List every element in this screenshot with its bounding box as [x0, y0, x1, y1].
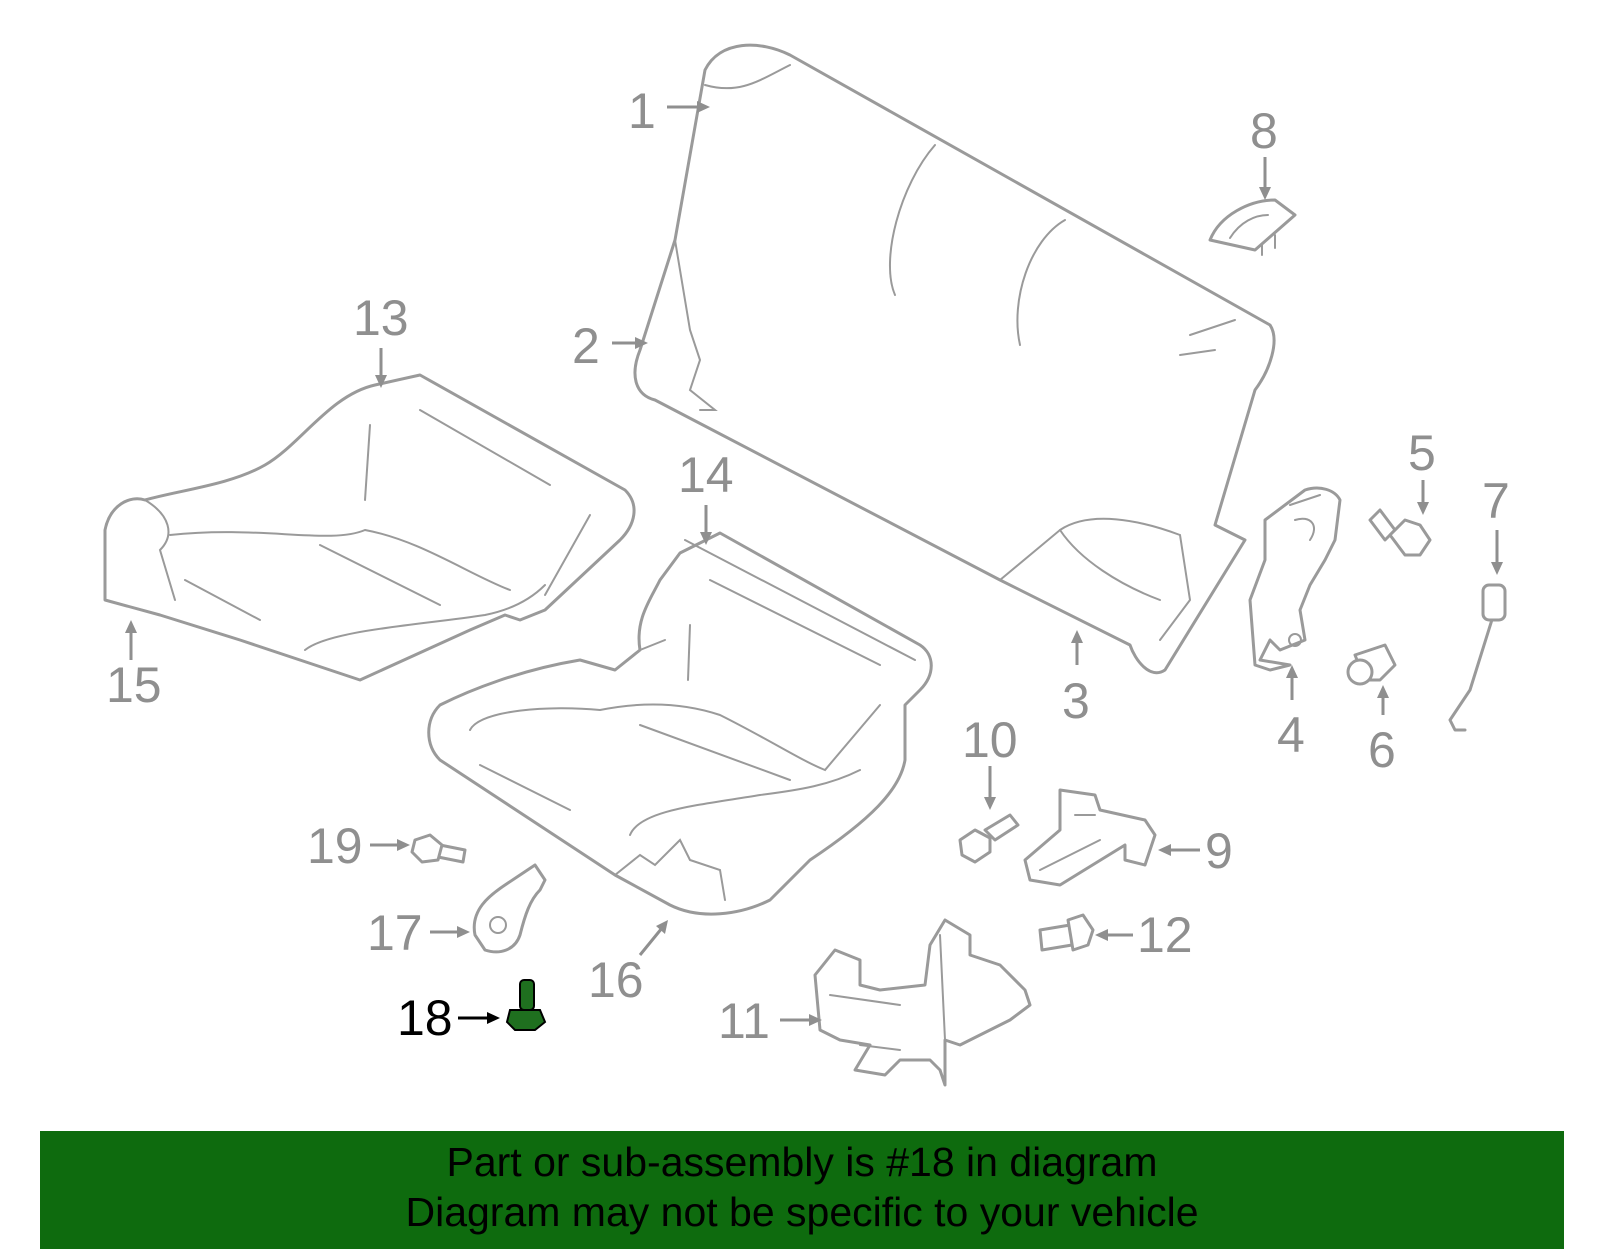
callout-19: 19	[307, 818, 363, 874]
part-18-bolt	[505, 979, 547, 1031]
callout-12: 12	[1137, 907, 1193, 963]
callout-14: 14	[678, 447, 734, 503]
part-9-bracket	[1023, 788, 1157, 887]
callout-17: 17	[367, 905, 423, 961]
callout-1: 1	[628, 83, 656, 139]
part-4-bracket	[1248, 486, 1342, 672]
callout-13: 13	[353, 290, 409, 346]
part-11-bracket	[813, 918, 1032, 1087]
callout-16: 16	[588, 952, 644, 1008]
left-seat-cushion	[103, 373, 636, 682]
callout-10: 10	[962, 712, 1018, 768]
callout-3: 3	[1062, 673, 1090, 729]
seat-back	[633, 43, 1276, 674]
callout-5: 5	[1408, 425, 1436, 481]
info-banner: Part or sub-assembly is #18 in diagram D…	[40, 1131, 1564, 1249]
part-12-bolt	[1038, 913, 1095, 952]
callout-11: 11	[718, 993, 770, 1049]
part-10-bolt	[958, 813, 1020, 864]
banner-line-part: Part or sub-assembly is #18 in diagram	[446, 1139, 1158, 1185]
part-7-rod	[1448, 583, 1507, 732]
callout-15: 15	[106, 657, 162, 713]
callout-2: 2	[572, 318, 600, 374]
callout-8: 8	[1250, 103, 1278, 159]
part-6-clip	[1346, 643, 1397, 686]
callout-6: 6	[1368, 722, 1396, 778]
right-seat-cushion	[427, 531, 933, 916]
callout-18: 18	[397, 990, 453, 1046]
banner-line-disclaimer: Diagram may not be specific to your vehi…	[405, 1189, 1199, 1235]
part-8-clip	[1208, 198, 1297, 256]
part-5-bolt	[1368, 508, 1432, 557]
callout-4: 4	[1277, 707, 1305, 763]
callout-7: 7	[1482, 473, 1510, 529]
callout-labels: 1 2 3 4 5 6 7 8 9 10 11 12 13 14 15 16 1…	[106, 83, 1510, 1049]
parts-diagram: 1 2 3 4 5 6 7 8 9 10 11 12 13 14 15 16 1…	[103, 43, 1510, 1087]
part-19-bolt	[410, 833, 467, 864]
callout-9: 9	[1205, 823, 1233, 879]
callout-arrows	[125, 101, 1503, 1026]
part-17-plate	[472, 863, 547, 954]
